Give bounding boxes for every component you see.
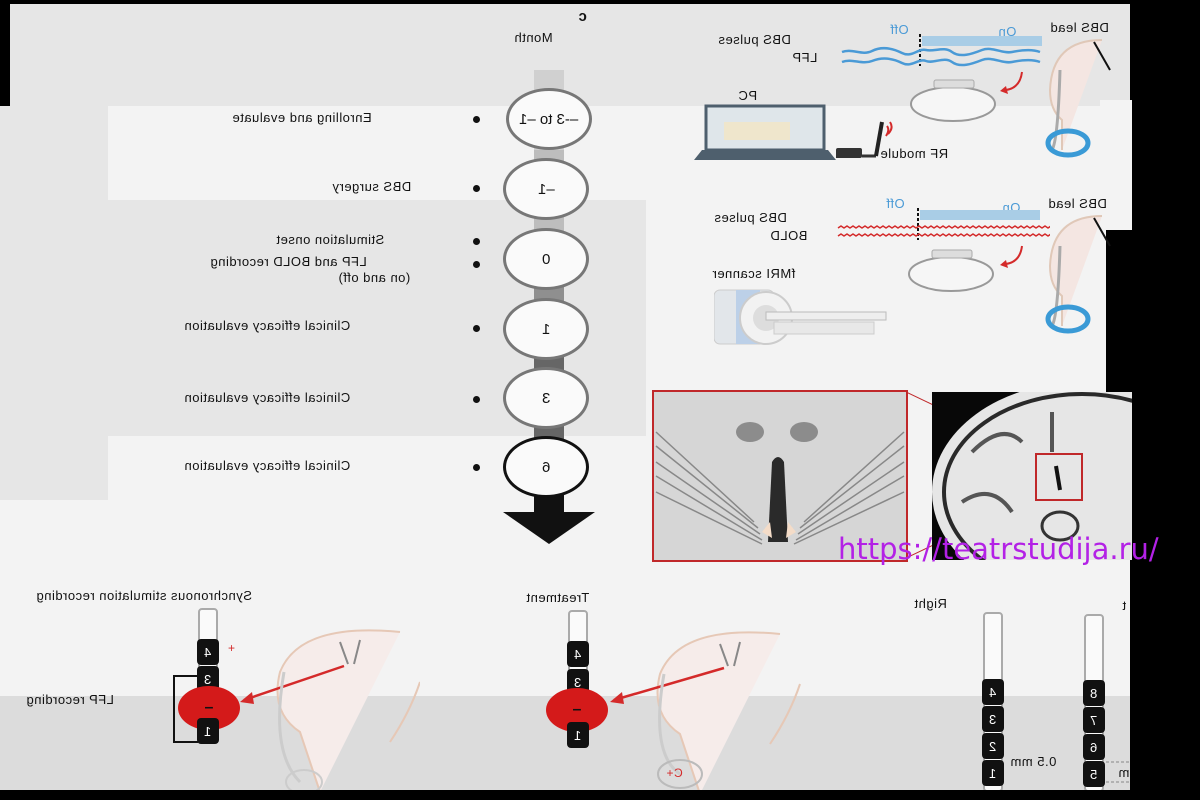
lfp-ipg-device: [910, 79, 996, 122]
event-label-recording-sub: (on and off): [338, 270, 411, 285]
treatment-title: Treatment: [526, 590, 590, 605]
lfp-signal-label: LFP: [792, 50, 818, 65]
left-lead-label-partial: t: [1122, 598, 1127, 613]
left-contact-7: 7: [1083, 707, 1105, 733]
pc-label: PC: [738, 88, 758, 103]
right-contact-4: 4: [982, 679, 1004, 705]
event-label-enroll: Enrolling and evaluate: [232, 110, 372, 125]
month-circle-0: –-3 to –1: [506, 88, 592, 150]
event-label-eval-1: Clinical efficacy evaluation: [184, 318, 351, 333]
brain-axial-image: [932, 392, 1132, 560]
lfp-waveform: [841, 34, 1042, 67]
fmri-pulses-label: DBS pulses: [714, 210, 787, 225]
fmri-red-arrow: [1000, 245, 1023, 268]
brain-zoom-image: [654, 392, 906, 560]
event-label-stim-onset: Stimulation onset: [276, 232, 385, 247]
treatment-head-illustration: [610, 631, 801, 795]
fmri-head-illustration: [1045, 215, 1111, 334]
fmri-ipg-device: [908, 249, 994, 292]
bottom-black-margin: [0, 790, 1200, 800]
lfp-recording-bracket: [173, 675, 198, 743]
bold-waveform: [837, 208, 1050, 240]
event-label-recording: LFP and BOLD recording: [210, 254, 367, 269]
event-label-eval-3: Clinical efficacy evaluation: [184, 390, 351, 405]
month-circle-1: –1: [503, 158, 589, 220]
fmri-scanner-label: fMRI scanner: [712, 266, 796, 281]
fmri-scanner-icon: [714, 289, 887, 345]
month-circle-5: 6: [503, 436, 589, 498]
timeline-axis-label: Month: [514, 30, 553, 45]
right-black-margin: [1132, 0, 1200, 800]
event-bullet: [473, 464, 480, 471]
month-circle-4: 3: [503, 367, 589, 429]
event-bullet: [473, 116, 480, 123]
event-bullet: [473, 261, 480, 268]
sync-contact-1: 1: [197, 718, 219, 744]
event-label-surgery: DBS surgery: [332, 179, 412, 194]
right-contact-3: 3: [982, 706, 1004, 732]
right-lead-label: Right: [914, 596, 947, 611]
event-bullet: [473, 238, 480, 245]
event-bullet: [473, 325, 480, 332]
sync-title: Synchronous stimulation recording: [36, 588, 252, 603]
lfp-pulses-label: DBS pulses: [718, 32, 791, 47]
fmri-signal-label: BOLD: [770, 228, 808, 243]
panel-letter: c: [578, 8, 587, 25]
event-label-eval-6: Clinical efficacy evaluation: [184, 458, 351, 473]
right-contact-1: 1: [982, 760, 1004, 786]
right-contact-2: 2: [982, 733, 1004, 759]
left-contact-5: 5: [1083, 761, 1105, 787]
pc-laptop-icon: [694, 104, 844, 160]
event-bullet: [473, 396, 480, 403]
sync-head-illustration: [240, 629, 420, 795]
treatment-contact-1: 1: [567, 722, 589, 748]
size-label-partial: m: [1118, 765, 1130, 780]
lfp-red-arrow: [1000, 71, 1023, 94]
month-circle-3: 1: [503, 298, 589, 360]
treatment-contact-4: 4: [567, 641, 589, 667]
lfp-head-illustration: [1045, 39, 1111, 158]
timeline-arrow-head: [503, 512, 595, 544]
month-circle-2: 0: [503, 228, 589, 290]
brain-zoom-panel: [652, 390, 908, 562]
case-positive-label: C+: [666, 766, 683, 780]
sync-contact-3: 3: [197, 666, 219, 692]
watermark-url[interactable]: https://teatrstudija.ru/: [838, 532, 1159, 566]
lfp-recording-label: LFP recording: [26, 692, 114, 707]
dimension-lines: [1106, 761, 1130, 783]
brain-axial-panel: [932, 392, 1132, 560]
rf-module-label: RF module: [880, 146, 949, 161]
left-contact-8: 8: [1083, 680, 1105, 706]
bg-tile-right: [1100, 100, 1132, 230]
spacing-label: 0.5 mm: [1010, 754, 1057, 769]
left-contact-6: 6: [1083, 734, 1105, 760]
event-bullet: [473, 185, 480, 192]
rf-module-icon: [836, 121, 893, 158]
sync-contact-4: 4: [197, 639, 219, 665]
sync-plus-label: +: [228, 641, 236, 655]
